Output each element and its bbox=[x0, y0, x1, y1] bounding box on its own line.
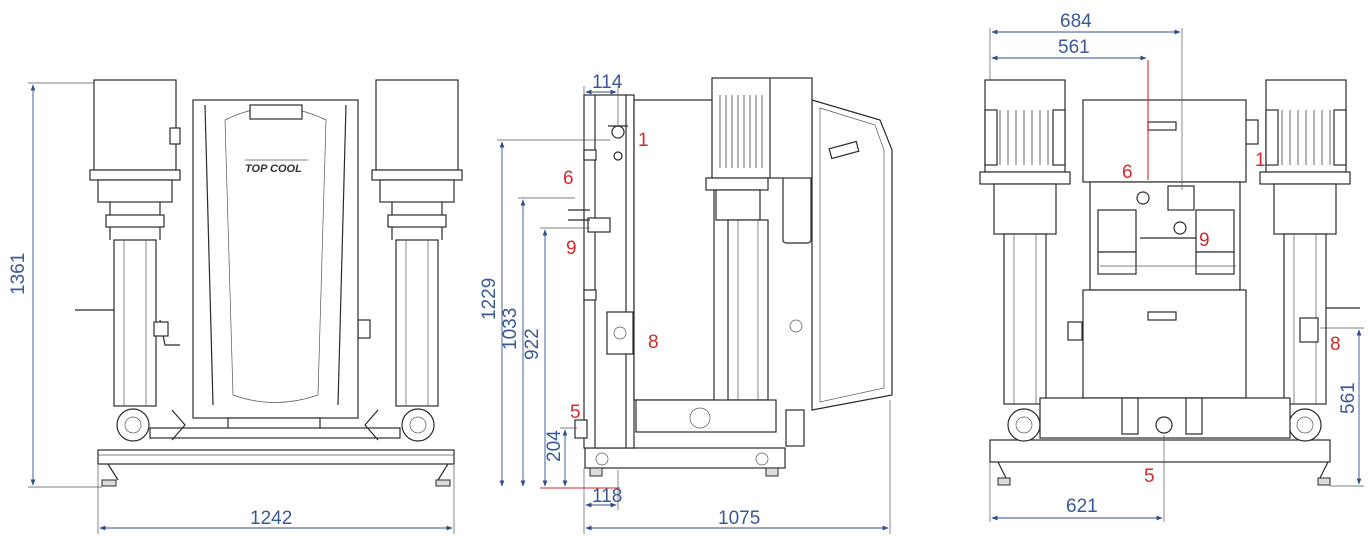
dim-front-width: 1242 bbox=[97, 465, 455, 534]
front-logo: TOP COOL bbox=[245, 163, 302, 175]
dim-label-1361: 1361 bbox=[8, 253, 29, 295]
dim-label-1229: 1229 bbox=[479, 278, 500, 320]
rear-callout-9: 9 bbox=[1199, 230, 1210, 251]
front-right-pump bbox=[357, 79, 463, 442]
rear-left-pump bbox=[979, 79, 1071, 442]
front-control-cabinet: TOP COOL bbox=[192, 99, 359, 433]
side-callout-1: 1 bbox=[638, 130, 649, 151]
rear-right-pump bbox=[1243, 79, 1351, 442]
dim-label-1033: 1033 bbox=[500, 308, 521, 350]
dim-label-922: 922 bbox=[522, 328, 543, 360]
front-left-pump bbox=[89, 79, 181, 442]
rear-callout-5: 5 bbox=[1144, 466, 1155, 487]
dim-label-561-right: 561 bbox=[1338, 382, 1359, 414]
dim-label-1075: 1075 bbox=[718, 508, 760, 529]
rear-view: 6 1 9 8 5 684 561 621 561 bbox=[979, 11, 1364, 522]
dim-label-118: 118 bbox=[592, 486, 622, 507]
dim-front-height: 1361 bbox=[8, 82, 102, 488]
side-callout-9: 9 bbox=[566, 238, 577, 259]
dim-label-1242: 1242 bbox=[250, 508, 292, 529]
dim-side-1229: 1229 bbox=[479, 139, 610, 487]
dim-rear-684: 684 bbox=[989, 11, 1183, 190]
dim-side-114: 114 bbox=[583, 72, 623, 126]
dim-label-684: 684 bbox=[1060, 11, 1092, 32]
side-view: 1 6 9 8 5 114 1229 1033 922 bbox=[479, 72, 893, 534]
rear-callout-6: 6 bbox=[1122, 162, 1133, 183]
dim-rear-561: 561 bbox=[991, 37, 1147, 61]
dim-side-204: 204 bbox=[544, 427, 577, 487]
side-callout-5: 5 bbox=[570, 402, 581, 423]
dim-side-1075: 1075 bbox=[583, 400, 891, 534]
dim-rear-561-vertical: 561 bbox=[1320, 327, 1364, 487]
dim-side-118: 118 bbox=[583, 468, 622, 510]
dim-label-204: 204 bbox=[544, 430, 565, 462]
side-callout-6: 6 bbox=[563, 168, 574, 189]
dim-side-922: 922 bbox=[522, 227, 590, 487]
dim-label-561-top: 561 bbox=[1058, 37, 1090, 58]
dim-side-1033: 1033 bbox=[500, 197, 575, 487]
side-callout-8: 8 bbox=[648, 332, 659, 353]
dim-label-621: 621 bbox=[1066, 496, 1098, 517]
front-view: TOP COOL 1361 1242 bbox=[8, 79, 463, 534]
dim-label-114: 114 bbox=[592, 72, 623, 93]
rear-callout-8: 8 bbox=[1330, 334, 1341, 355]
dim-rear-621: 621 bbox=[989, 435, 1165, 522]
rear-callout-1: 1 bbox=[1255, 150, 1266, 171]
